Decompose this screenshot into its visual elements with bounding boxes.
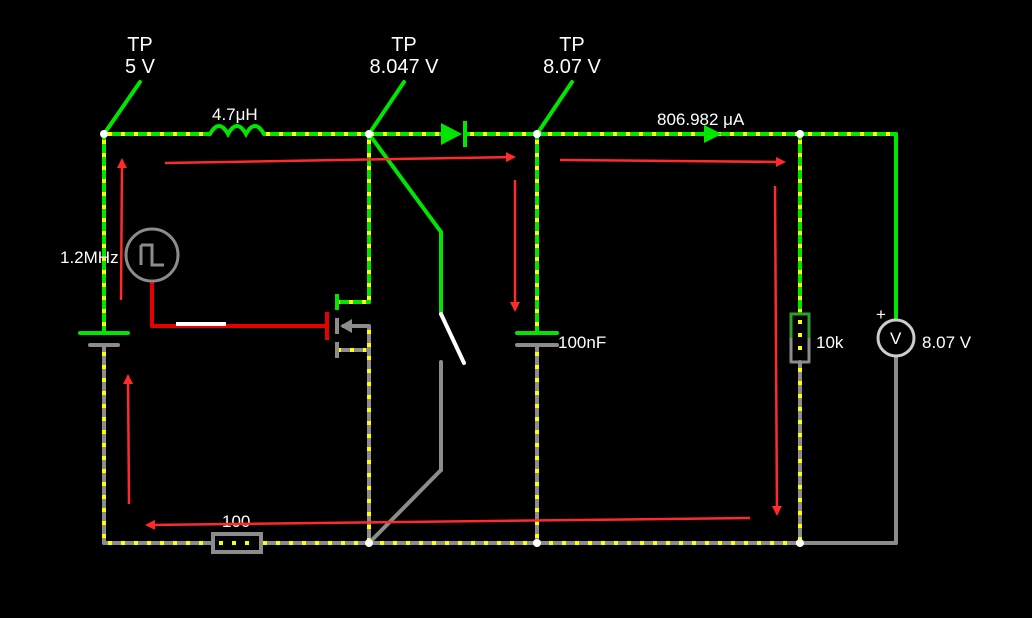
clock-source[interactable] [124, 227, 180, 283]
junction-nodes [100, 130, 804, 547]
flow-arrow [116, 158, 127, 301]
diode[interactable] [441, 121, 467, 147]
voltmeter[interactable] [876, 318, 916, 358]
current-flow-arrows [116, 152, 786, 530]
capacitor-label: 100nF [558, 333, 606, 352]
capacitor[interactable] [515, 331, 559, 347]
probe-1-title: TP [127, 34, 153, 56]
switch[interactable] [367, 132, 466, 545]
flow-arrow [559, 156, 786, 167]
sense-resistor[interactable] [211, 532, 263, 554]
probe-3-value: 8.07 V [543, 56, 601, 78]
battery-source[interactable] [78, 331, 130, 347]
test-probe-2[interactable] [367, 80, 406, 136]
current-direction-marker [704, 125, 722, 143]
probe-2-title: TP [391, 34, 417, 56]
mosfet-drain-wire[interactable] [335, 132, 371, 304]
test-probe-1[interactable] [102, 80, 142, 136]
inductor[interactable] [208, 124, 266, 139]
gate-drive-wire[interactable] [150, 280, 327, 328]
flow-arrow [123, 374, 134, 505]
probe-1-value: 5 V [125, 56, 156, 78]
probe-2-value: 8.047 V [370, 56, 440, 78]
load-resistor[interactable] [789, 312, 811, 364]
voltmeter-reading: 8.07 V [922, 333, 972, 352]
current-label: 806.982 μA [657, 110, 745, 129]
clock-label: 1.2MHz [60, 248, 119, 267]
inductor-label: 4.7μH [212, 105, 258, 124]
voltmeter-symbol: V [890, 329, 902, 348]
flow-arrow [164, 152, 516, 165]
sense-resistor-label: 100 [222, 512, 250, 531]
probe-3-title: TP [559, 34, 585, 56]
mosfet-source-wire[interactable] [335, 324, 371, 545]
test-probe-3[interactable] [535, 80, 574, 136]
voltmeter-plus-sign: + [876, 305, 886, 324]
flow-arrow [771, 185, 782, 516]
load-resistor-label: 10k [816, 333, 844, 352]
flow-arrow [145, 516, 751, 530]
